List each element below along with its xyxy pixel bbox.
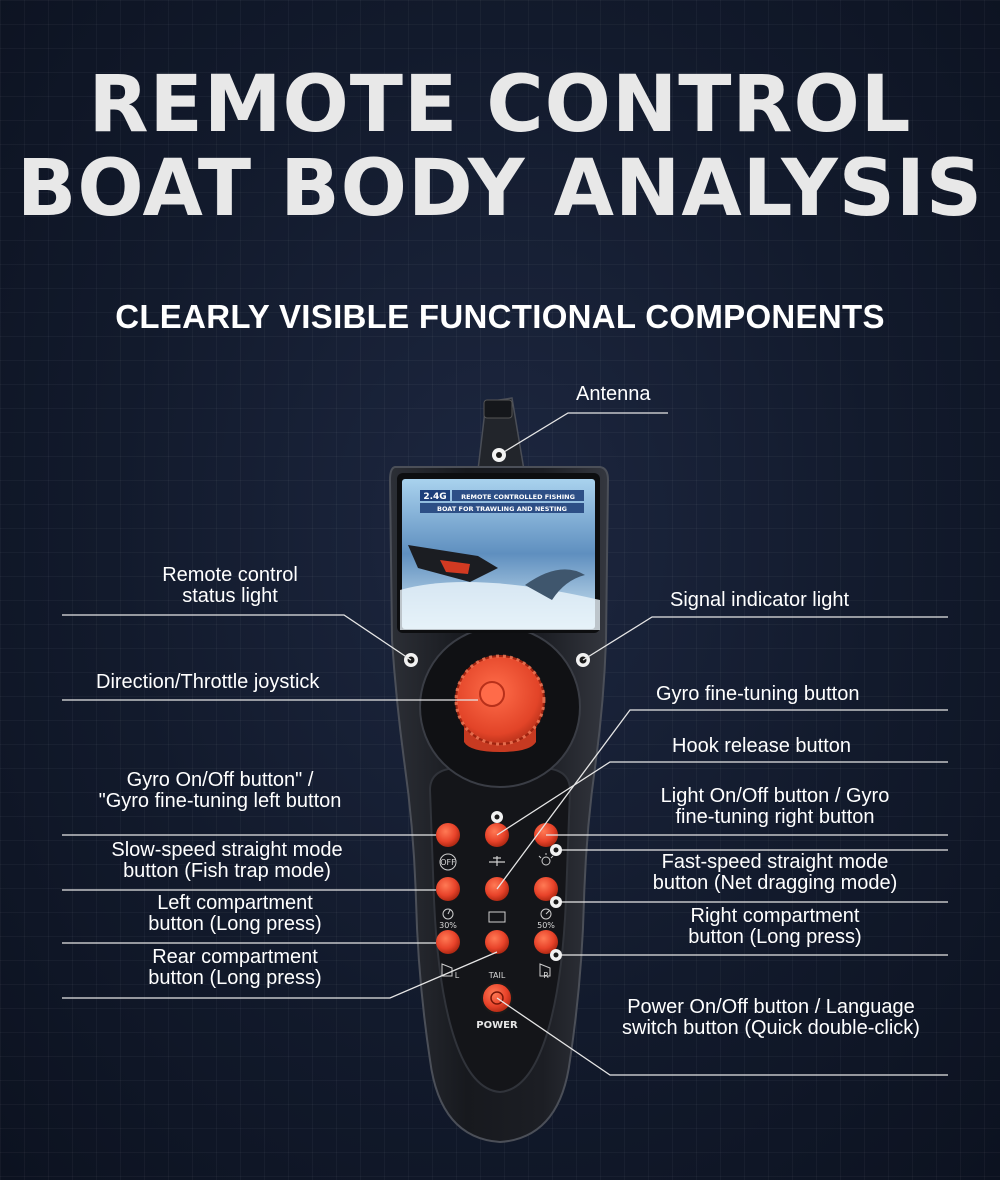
tail-symbol: TAIL xyxy=(488,971,506,980)
leader-rear-comp xyxy=(62,951,498,999)
label-hook-release: Hook release button xyxy=(672,735,852,757)
lcd-screen: 2.4G REMOTE CONTROLLED FISHING BOAT FOR … xyxy=(397,473,600,633)
leader-antenna xyxy=(498,412,668,456)
off-symbol: OFF xyxy=(440,858,456,867)
r-symbol: R xyxy=(543,971,549,980)
label-left-comp: Left compartment button (Long press) xyxy=(148,892,322,935)
label-slow-speed: Slow-speed straight mode button (Fish tr… xyxy=(111,839,343,882)
page-subtitle: CLEARLY VISIBLE FUNCTIONAL COMPONENTS xyxy=(115,298,885,335)
label-gyro-fine: Gyro fine-tuning button xyxy=(656,683,860,705)
label-light-onoff: Light On/Off button / Gyro fine-tuning r… xyxy=(660,785,890,828)
fish-illustration xyxy=(525,569,585,600)
leader-gyro-fine xyxy=(496,709,948,890)
right-compartment-button[interactable] xyxy=(534,930,558,954)
page-title-line-1: REMOTE CONTROL xyxy=(88,60,912,150)
speed-pct-right: 50% xyxy=(537,921,555,930)
leader-hook-release xyxy=(496,761,948,836)
label-rear-comp: Rear compartment button (Long press) xyxy=(148,946,322,989)
screen-heading-2: BOAT FOR TRAWLING AND NESTING xyxy=(437,505,567,513)
label-right-comp: Right compartment button (Long press) xyxy=(688,905,862,948)
hook-icon xyxy=(489,856,505,866)
off-symbol-icon xyxy=(439,853,457,871)
leader-status-light xyxy=(62,614,412,661)
label-power: Power On/Off button / Language switch bu… xyxy=(622,996,920,1039)
slow-speed-button[interactable] xyxy=(436,877,460,901)
label-joystick: Direction/Throttle joystick xyxy=(96,671,320,693)
anchor-dots xyxy=(491,448,562,961)
light-bulb-icon xyxy=(538,853,554,866)
gyro-onoff-button[interactable] xyxy=(436,823,460,847)
screen-badge: 2.4G xyxy=(423,492,446,502)
label-status-light: Remote control status light xyxy=(162,564,298,607)
speed-gauge-right-icon xyxy=(540,908,552,920)
label-antenna: Antenna xyxy=(576,383,651,405)
antenna xyxy=(477,397,525,471)
direction-throttle-joystick[interactable] xyxy=(454,654,546,752)
left-compartment-button[interactable] xyxy=(436,930,460,954)
power-symbol: POWER xyxy=(476,1020,518,1031)
gyro-icon xyxy=(488,911,506,923)
page-title-line-2: BOAT BODY ANALYSIS xyxy=(16,144,984,234)
label-fast-speed: Fast-speed straight mode button (Net dra… xyxy=(652,851,898,894)
rear-compartment-button[interactable] xyxy=(485,930,509,954)
l-symbol: L xyxy=(455,971,460,980)
screen-heading-1: REMOTE CONTROLLED FISHING xyxy=(461,493,575,501)
leader-lines xyxy=(62,412,948,1076)
right-hopper-icon xyxy=(539,963,551,977)
label-signal-light: Signal indicator light xyxy=(670,589,849,611)
label-gyro-onoff: Gyro On/Off button" / "Gyro fine-tuning … xyxy=(98,769,342,812)
fast-speed-button[interactable] xyxy=(534,877,558,901)
leader-power xyxy=(496,997,948,1076)
speed-gauge-left-icon xyxy=(442,908,454,920)
screen-badge-bg xyxy=(420,490,450,501)
leader-signal-light xyxy=(582,616,948,661)
speed-pct-left: 30% xyxy=(439,921,457,930)
left-hopper-icon xyxy=(441,963,453,977)
